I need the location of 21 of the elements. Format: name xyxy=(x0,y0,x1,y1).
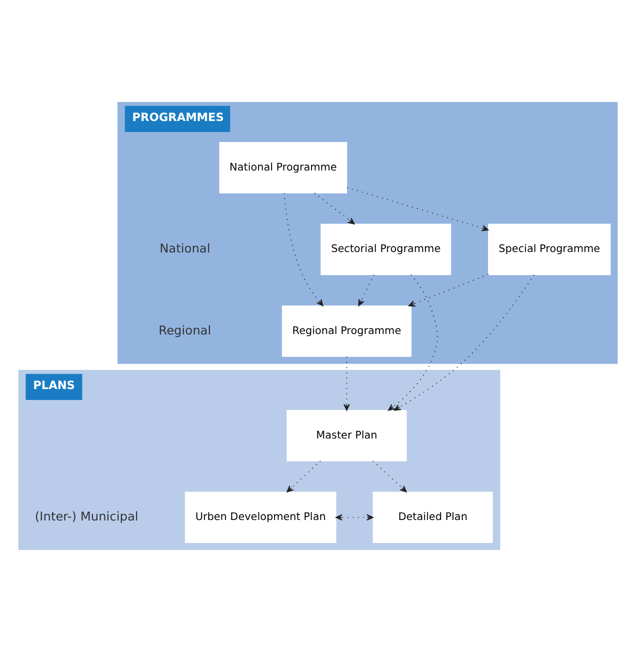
arrow xyxy=(344,356,350,410)
node-box: Sectorial Programme xyxy=(320,223,452,275)
arrow xyxy=(346,186,489,231)
node-box: Special Programme xyxy=(488,223,611,275)
label: National xyxy=(160,241,210,256)
node-box: Detailed Plan xyxy=(372,491,493,543)
arrow xyxy=(336,514,374,520)
arrow xyxy=(358,274,374,306)
arrow xyxy=(394,274,534,410)
label: Regional xyxy=(158,322,212,337)
arrow xyxy=(284,192,324,306)
node-box: National Programme xyxy=(219,142,348,193)
arrow xyxy=(408,274,489,306)
label: (Inter-) Municipal xyxy=(34,509,138,524)
arrow xyxy=(388,274,438,410)
node-box: Regional Programme xyxy=(282,305,412,356)
node-box: Urben Development Plan xyxy=(184,491,336,543)
arrow xyxy=(286,460,321,492)
node-box: Master Plan xyxy=(286,409,407,461)
arrow xyxy=(314,192,355,224)
arrow xyxy=(372,460,407,492)
